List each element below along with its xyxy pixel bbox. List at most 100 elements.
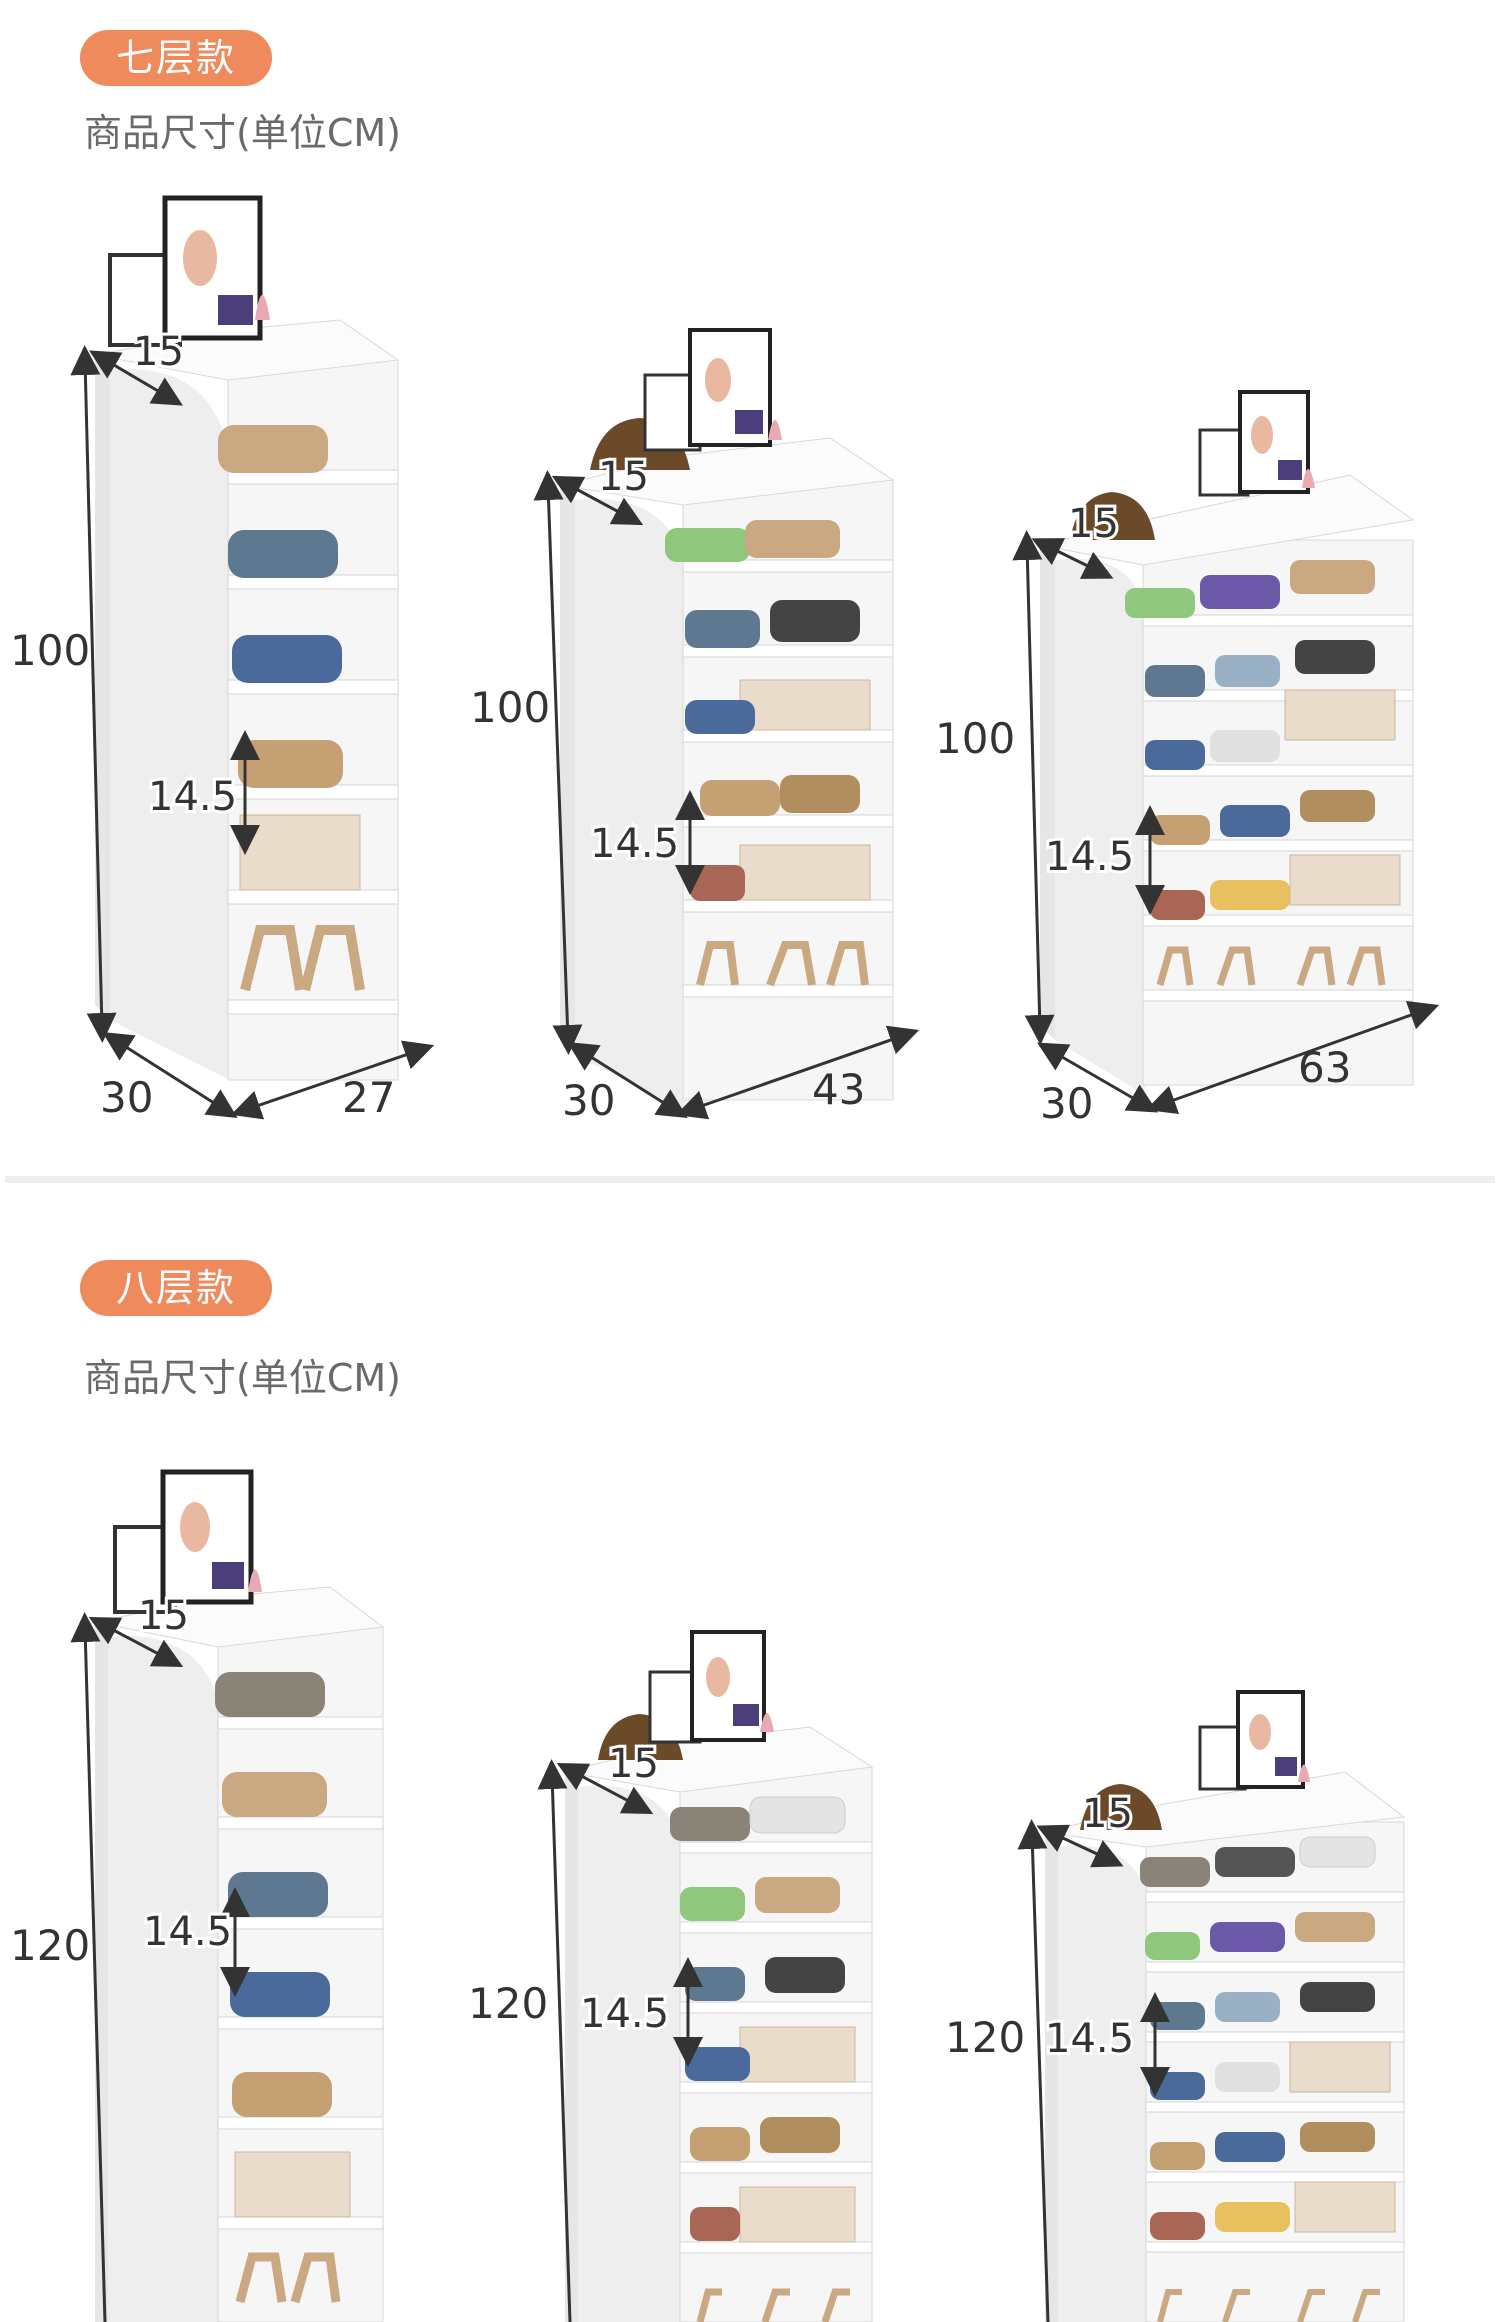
top-gap-label: 15 xyxy=(1082,1791,1133,1837)
shoe-icon xyxy=(690,2207,740,2241)
shoe-icon xyxy=(700,780,780,816)
shoe-rack-medium-tall: 120 15 14.5 xyxy=(468,1630,874,2322)
vase-icon xyxy=(768,420,782,440)
heels-icon xyxy=(1156,946,1386,987)
shoe-box-icon xyxy=(739,2026,856,2083)
shoe-icon xyxy=(1290,560,1375,594)
shoe-icon xyxy=(1125,588,1195,618)
shoe-icon xyxy=(228,1872,328,1917)
eight-tier-illustration: 120 15 14.5 xyxy=(10,1469,1406,2322)
eight-tier-subtitle: 商品尺寸(单位CM) xyxy=(84,1356,401,1400)
eight-tier-badge: 八层款 xyxy=(80,1260,273,1316)
heels-icon xyxy=(696,941,869,987)
shoe-rack-narrow-tall: 120 15 14.5 xyxy=(10,1469,385,2322)
vase-icon xyxy=(1302,469,1315,488)
shoe-icon xyxy=(780,775,860,813)
shoe-icon xyxy=(1215,2132,1285,2162)
shoe-icon xyxy=(238,740,343,788)
shoe-icon xyxy=(1145,1932,1200,1960)
shoe-icon xyxy=(1215,655,1280,687)
shoe-icon xyxy=(222,1772,327,1817)
shoe-box-icon xyxy=(239,814,361,891)
seven-tier-section: 七层款 商品尺寸(单位CM) xyxy=(10,30,1440,1128)
shoe-icon xyxy=(1200,575,1280,609)
shoe-icon xyxy=(1215,1847,1295,1877)
section-divider xyxy=(5,1176,1495,1183)
vase-icon xyxy=(255,295,270,320)
vase-icon xyxy=(1298,1764,1310,1782)
shoe-icon xyxy=(1300,790,1375,822)
shoe-icon xyxy=(1150,2212,1205,2240)
top-gap-label: 15 xyxy=(138,1593,189,1639)
shoe-icon xyxy=(770,600,860,642)
shoe-icon xyxy=(1215,1992,1280,2022)
height-label: 100 xyxy=(10,626,90,675)
top-gap-label: 15 xyxy=(1068,501,1119,547)
shoe-icon xyxy=(230,1972,330,2017)
shoe-icon xyxy=(1145,665,1205,697)
handbag-icon xyxy=(1070,492,1155,540)
shelf-gap-label: 14.5 xyxy=(148,774,237,820)
shoe-box-icon xyxy=(1289,2041,1391,2093)
shoe-icon xyxy=(1299,1836,1376,1868)
top-gap-label: 15 xyxy=(133,329,184,375)
shoe-icon xyxy=(685,1967,745,2001)
handbag-icon xyxy=(1080,1784,1162,1830)
vase-icon xyxy=(248,1569,262,1592)
shelf-gap-label: 14.5 xyxy=(1045,834,1134,880)
height-label: 120 xyxy=(945,2013,1025,2062)
top-gap-label: 15 xyxy=(598,454,649,500)
shoe-box-icon xyxy=(1294,2181,1396,2233)
shoe-icon xyxy=(1140,1857,1210,1887)
shoe-box-icon xyxy=(234,2151,351,2218)
top-gap-label: 15 xyxy=(608,1741,659,1787)
shoe-rack-wide: 100 30 63 15 14.5 xyxy=(935,390,1440,1128)
shoe-icon xyxy=(1145,740,1205,770)
shelf-gap-label: 14.5 xyxy=(580,1991,669,2037)
shoe-icon xyxy=(745,520,840,558)
heels-icon xyxy=(240,925,365,992)
shoe-icon xyxy=(232,2072,332,2117)
shoe-icon xyxy=(690,2127,750,2161)
shelf-gap-label: 14.5 xyxy=(590,821,679,867)
shoe-icon xyxy=(760,2117,840,2153)
height-label: 100 xyxy=(470,683,550,732)
shoe-icon xyxy=(685,700,755,734)
width-label: 43 xyxy=(812,1065,865,1114)
shoe-icon xyxy=(680,1887,745,1921)
shoe-box-icon xyxy=(739,679,871,731)
shoe-box-icon xyxy=(1284,689,1396,741)
height-label: 120 xyxy=(468,1979,548,2028)
seven-tier-illustration: 100 30 27 15 14.5 xyxy=(10,195,1440,1128)
depth-label: 30 xyxy=(100,1073,153,1122)
shoe-icon xyxy=(1295,640,1375,674)
shoe-icon xyxy=(1210,880,1290,910)
shoe-icon xyxy=(1150,2142,1205,2170)
shoe-icon xyxy=(749,1796,846,1834)
width-label: 63 xyxy=(1298,1043,1351,1092)
shoe-icon xyxy=(1150,890,1205,920)
shoe-icon xyxy=(1215,2202,1290,2232)
shoe-icon xyxy=(1150,2072,1205,2100)
shoe-icon xyxy=(1150,815,1210,845)
shelf-gap-label: 14.5 xyxy=(143,1909,232,1955)
width-label: 27 xyxy=(342,1073,395,1122)
height-label: 120 xyxy=(10,1921,90,1970)
heels-icon xyxy=(696,2288,850,2322)
shoe-icon xyxy=(215,1672,325,1717)
shoe-icon xyxy=(1215,2062,1280,2092)
shoe-icon xyxy=(765,1957,845,1993)
seven-tier-subtitle: 商品尺寸(单位CM) xyxy=(84,111,401,155)
shoe-rack-narrow: 100 30 27 15 14.5 xyxy=(10,195,435,1122)
shoe-icon xyxy=(1210,730,1280,762)
shoe-icon xyxy=(1210,1922,1285,1952)
shelf-gap-label: 14.5 xyxy=(1045,2016,1134,2062)
shoe-box-icon xyxy=(1289,854,1401,906)
heels-icon xyxy=(235,2252,341,2304)
shoe-icon xyxy=(218,425,328,473)
heels-icon xyxy=(1157,2289,1380,2322)
shoe-icon xyxy=(670,1807,750,1841)
shoe-icon xyxy=(755,1877,840,1913)
shoe-icon xyxy=(1220,805,1290,837)
depth-label: 30 xyxy=(562,1076,615,1125)
